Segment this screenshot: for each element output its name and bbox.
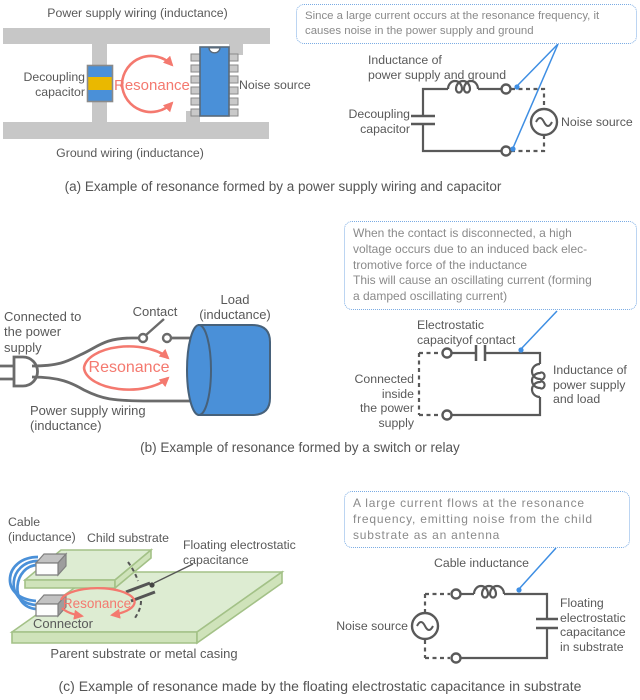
- terminal-icon: [450, 652, 462, 664]
- label-floating-capacitance: Floating electrostatic capacitance: [183, 538, 296, 567]
- label-decoupling-capacitor: Decoupling capacitor: [23, 70, 85, 99]
- callout-b-leader: [518, 310, 558, 353]
- upper-wire: [31, 336, 139, 368]
- label-connected-to-power: Connected to the power supply: [4, 309, 82, 355]
- contact-terminal: [137, 332, 149, 344]
- label-child-substrate: Child substrate: [87, 531, 170, 545]
- power-supply-bar: [3, 28, 270, 44]
- lower-wire: [31, 375, 193, 403]
- inductor-coil-icon: [472, 584, 506, 599]
- ac-source-icon: [529, 107, 559, 137]
- callout-a: Since a large current occurs at the reso…: [296, 4, 637, 45]
- label-circuit-b-inductance: Inductance of power supply and load: [553, 363, 627, 406]
- terminal-icon: [500, 83, 512, 95]
- terminal-icon: [441, 347, 453, 359]
- label-load: Load (inductance): [199, 292, 271, 323]
- terminal-icon: [441, 409, 453, 421]
- caption-a: (a) Example of resonance formed by a pow…: [64, 179, 502, 194]
- caption-c: (c) Example of resonance made by the flo…: [58, 678, 582, 694]
- label-connector: Connector: [33, 616, 93, 631]
- label-power-supply-wiring-b: Power supply wiring (inductance): [30, 403, 146, 434]
- plug-prongs-icon: [0, 364, 14, 381]
- resonance-arrow-c: [59, 586, 136, 620]
- capacitor-icon: [536, 617, 558, 630]
- ic-chip: [190, 46, 239, 117]
- resonance-arrow-a: [120, 54, 174, 114]
- chip-notch: [208, 47, 221, 54]
- power-ground-wiring-diagram: [3, 28, 270, 139]
- circuit-c: [410, 584, 558, 664]
- label-resonance-a: Resonance: [114, 77, 190, 94]
- label-ground-wiring: Ground wiring (inductance): [56, 146, 204, 160]
- contact-terminal: [161, 332, 173, 344]
- caption-b: (b) Example of resonance formed by a swi…: [140, 440, 460, 455]
- label-circuit-c-capacitance: Floating electrostatic capacitance in su…: [560, 596, 626, 654]
- decoupling-capacitor-component: [86, 64, 114, 103]
- capacitor-icon: [474, 345, 487, 361]
- label-circuit-c-inductance: Cable inductance: [434, 556, 530, 570]
- label-noise-source-chip: Noise source: [239, 78, 311, 92]
- label-circuit-a-inductance: Inductance of power supply and ground: [368, 53, 507, 82]
- capacitor-icon: [411, 114, 435, 126]
- inductor-coil-icon: [530, 362, 546, 399]
- callout-c: A large current flows at the resonance f…: [344, 491, 630, 549]
- callout-a-leaders: [510, 43, 559, 152]
- callout-b: When the contact is disconnected, a high…: [344, 221, 637, 311]
- terminal-icon: [500, 145, 512, 157]
- connector-upper: [34, 552, 68, 577]
- label-power-supply-wiring: Power supply wiring (inductance): [47, 6, 228, 20]
- switch-relay-diagram: [0, 318, 193, 403]
- inductor-coil-icon: [446, 79, 480, 94]
- ac-source-icon: [410, 611, 440, 641]
- label-resonance-b: Resonance: [88, 359, 170, 376]
- terminal-icon: [450, 588, 462, 600]
- dashed-connection: [417, 351, 442, 417]
- dashed-connection: [511, 87, 546, 153]
- label-parent-substrate: Parent substrate or metal casing: [50, 646, 238, 661]
- plug-body-icon: [12, 355, 39, 388]
- switch-lever-icon: [145, 318, 165, 336]
- floating-capacitance-symbol: [125, 561, 194, 619]
- resonance-arrow-b: [82, 345, 170, 391]
- callout-c-leader: [516, 547, 557, 593]
- label-circuit-b-capacity: Electrostatic capacityof contact: [417, 318, 516, 347]
- label-cable-inductance: Cable (inductance): [8, 515, 76, 544]
- label-circuit-b-connected: Connected inside the power supply: [354, 372, 414, 430]
- label-contact: Contact: [132, 304, 178, 319]
- label-circuit-c-noise-source: Noise source: [336, 619, 408, 633]
- cables: [8, 555, 39, 611]
- circuit-a: [411, 79, 559, 157]
- label-circuit-a-noise-source: Noise source: [561, 115, 633, 129]
- circuit-b: [417, 345, 546, 421]
- ground-bar: [3, 122, 269, 139]
- load-cylinder: [186, 324, 271, 416]
- label-circuit-a-capacitor: Decoupling capacitor: [348, 107, 410, 136]
- label-resonance-c: Resonance: [62, 596, 132, 611]
- dashed-connection: [423, 592, 450, 660]
